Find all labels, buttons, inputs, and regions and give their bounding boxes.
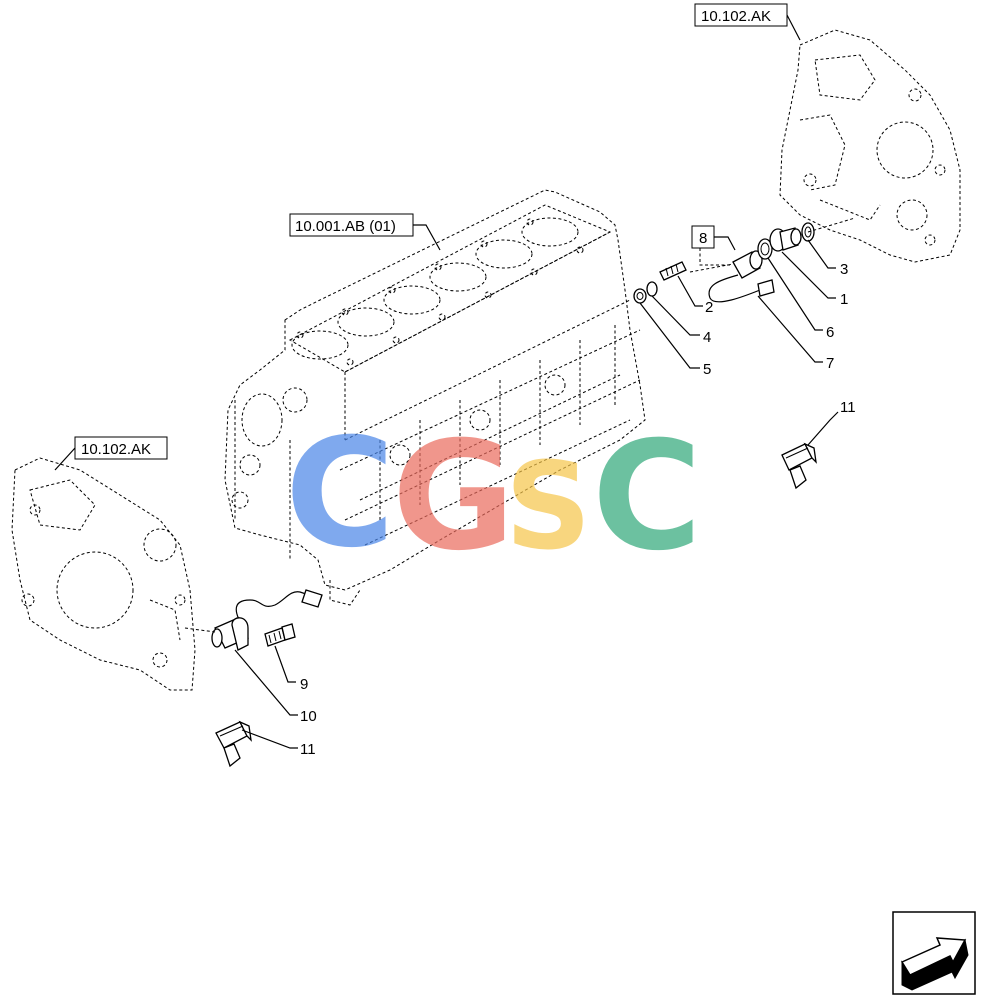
part-number-1: 1 bbox=[840, 291, 848, 308]
watermark-letter-c2: C bbox=[592, 410, 702, 584]
sensor-kit-drawing bbox=[633, 217, 856, 304]
clip-lower-drawing bbox=[215, 720, 252, 768]
next-page-arrow-icon[interactable] bbox=[892, 911, 976, 995]
gear-housing-top-drawing bbox=[779, 29, 961, 263]
part-number-2: 2 bbox=[705, 299, 713, 316]
crank-sensor-drawing bbox=[184, 589, 323, 651]
ref-gear-housing-top-label: 10.102.AK bbox=[701, 8, 771, 25]
cgsc-watermark: C G S C bbox=[285, 407, 702, 584]
part-number-labels: 3 1 2 6 4 7 5 11 9 10 11 bbox=[300, 261, 856, 758]
leader-lines bbox=[234, 239, 839, 749]
ref-engine-block-label: 10.001.AB (01) bbox=[295, 218, 396, 235]
watermark-letter-s: S bbox=[505, 438, 591, 577]
watermark-letter-g: G bbox=[392, 410, 515, 584]
part-number-6: 6 bbox=[826, 324, 834, 341]
kit-callout-8-label: 8 bbox=[699, 230, 707, 247]
ref-engine-block[interactable]: 10.001.AB (01) bbox=[289, 213, 441, 251]
part-number-7: 7 bbox=[826, 355, 834, 372]
part-number-10: 10 bbox=[300, 708, 317, 725]
gear-housing-left-drawing bbox=[11, 457, 196, 691]
part-number-3: 3 bbox=[840, 261, 848, 278]
part-number-11-lower: 11 bbox=[300, 741, 316, 758]
kit-callout-8[interactable]: 8 bbox=[691, 225, 736, 266]
ref-gear-housing-top[interactable]: 10.102.AK bbox=[694, 3, 801, 41]
clip-upper-drawing bbox=[781, 442, 817, 490]
part-number-11-upper: 11 bbox=[840, 399, 856, 416]
part-number-9: 9 bbox=[300, 676, 308, 693]
part-number-5: 5 bbox=[703, 361, 711, 378]
part-number-4: 4 bbox=[703, 329, 711, 346]
watermark-letter-c1: C bbox=[285, 407, 395, 581]
ref-gear-housing-left-label: 10.102.AK bbox=[81, 441, 151, 458]
engine-block-drawing bbox=[224, 189, 646, 606]
ref-gear-housing-left[interactable]: 10.102.AK bbox=[54, 436, 168, 471]
